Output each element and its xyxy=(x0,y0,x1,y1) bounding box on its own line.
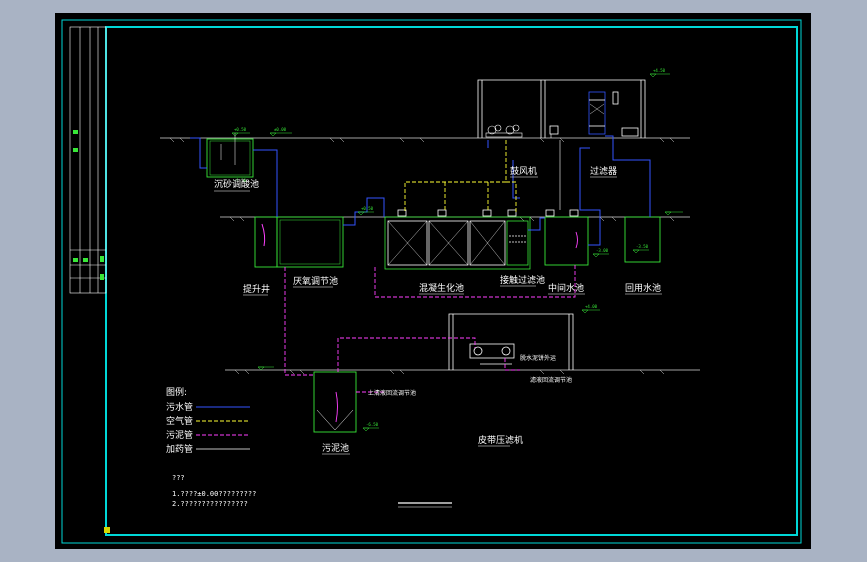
blower-icon xyxy=(485,124,523,138)
elevation-markers xyxy=(231,73,683,432)
label-reuse-tank: 回用水池 xyxy=(625,282,661,294)
note-dewatered-cake: 脱水泥饼外运 xyxy=(520,354,556,362)
air-pipes xyxy=(404,140,517,212)
label-intermediate-tank: 中间水池 xyxy=(548,282,584,294)
label-underlines xyxy=(214,176,662,455)
legend-label-dosing: 加药管 xyxy=(166,443,193,455)
label-contact-filter: 接触过滤池 xyxy=(500,274,545,286)
label-sludge-tank: 污泥池 xyxy=(322,442,349,454)
level-grit-bottom: -1.50 xyxy=(234,178,247,183)
label-grit-chamber: 沉砂调酸池 xyxy=(214,178,259,190)
legend-label-air: 空气管 xyxy=(166,415,193,427)
legend-label-sludge: 污泥管 xyxy=(166,429,193,441)
lift-well xyxy=(254,216,278,268)
ground-hatching xyxy=(169,137,675,375)
label-lift-well: 提升井 xyxy=(243,283,270,295)
unit-labels: 沉砂调酸池 提升井 厌氧调节池 混凝生化池 接触过滤池 中间水池 回用水池 污泥… xyxy=(214,165,661,454)
level-tank-top: +0.50 xyxy=(361,206,374,211)
grit-chamber xyxy=(206,133,254,178)
notes-block: ??? 1.????±0.00????????? 2.?????????????… xyxy=(172,474,256,508)
sludge-pipes xyxy=(284,265,576,393)
scale-bar xyxy=(398,502,452,508)
notes-line-2: 2.???????????????? xyxy=(172,500,248,508)
level-sludge-bottom: -6.50 xyxy=(366,422,379,427)
pipe-annotations: 上清液回流调节池 滤液回流调节池 脱水泥饼外运 xyxy=(368,354,572,397)
note-filtrate: 滤液回流调节池 xyxy=(530,376,572,384)
notes-line-1: 1.????±0.00????????? xyxy=(172,490,256,498)
level-intermediate-bottom: -3.00 xyxy=(596,248,609,253)
filter-vessel-icon xyxy=(588,91,639,137)
level-reuse-bottom: -3.50 xyxy=(636,244,649,249)
sludge-tank xyxy=(313,371,357,433)
intermediate-tank xyxy=(544,216,589,266)
ground-lines xyxy=(160,137,700,371)
drawing-frame xyxy=(61,19,802,544)
legend: 图例: 污水管 空气管 污泥管 加药管 xyxy=(166,386,250,455)
label-anaerobic-tank: 厌氧调节池 xyxy=(293,275,338,287)
dosing-pipes xyxy=(550,134,561,210)
reuse-tank xyxy=(624,216,661,263)
elevation-labels: ±0.00 +4.50 +0.50 -1.50 +0.50 -3.00 -3.5… xyxy=(234,68,666,427)
label-filter: 过滤器 xyxy=(590,165,617,177)
level-grit-top: +0.50 xyxy=(234,127,247,132)
note-supernatant: 上清液回流调节池 xyxy=(368,389,416,397)
legend-title: 图例: xyxy=(166,386,187,398)
anaerobic-tank xyxy=(276,216,344,268)
label-belt-press: 皮带压滤机 xyxy=(478,434,523,446)
title-block-marks xyxy=(73,130,110,533)
biochemical-tank xyxy=(384,209,579,270)
legend-label-sewage: 污水管 xyxy=(166,401,193,413)
notes-title: ??? xyxy=(172,474,185,482)
press-building xyxy=(448,313,574,370)
level-ground-upper: ±0.00 xyxy=(274,127,287,132)
label-blower: 鼓风机 xyxy=(510,165,537,177)
level-press-roof: +4.00 xyxy=(585,304,598,309)
equipment-building xyxy=(477,79,646,138)
level-building-roof: +4.50 xyxy=(653,68,666,73)
label-biochemical-tank: 混凝生化池 xyxy=(419,282,464,294)
title-block xyxy=(69,26,107,294)
drawing-canvas xyxy=(55,13,811,549)
